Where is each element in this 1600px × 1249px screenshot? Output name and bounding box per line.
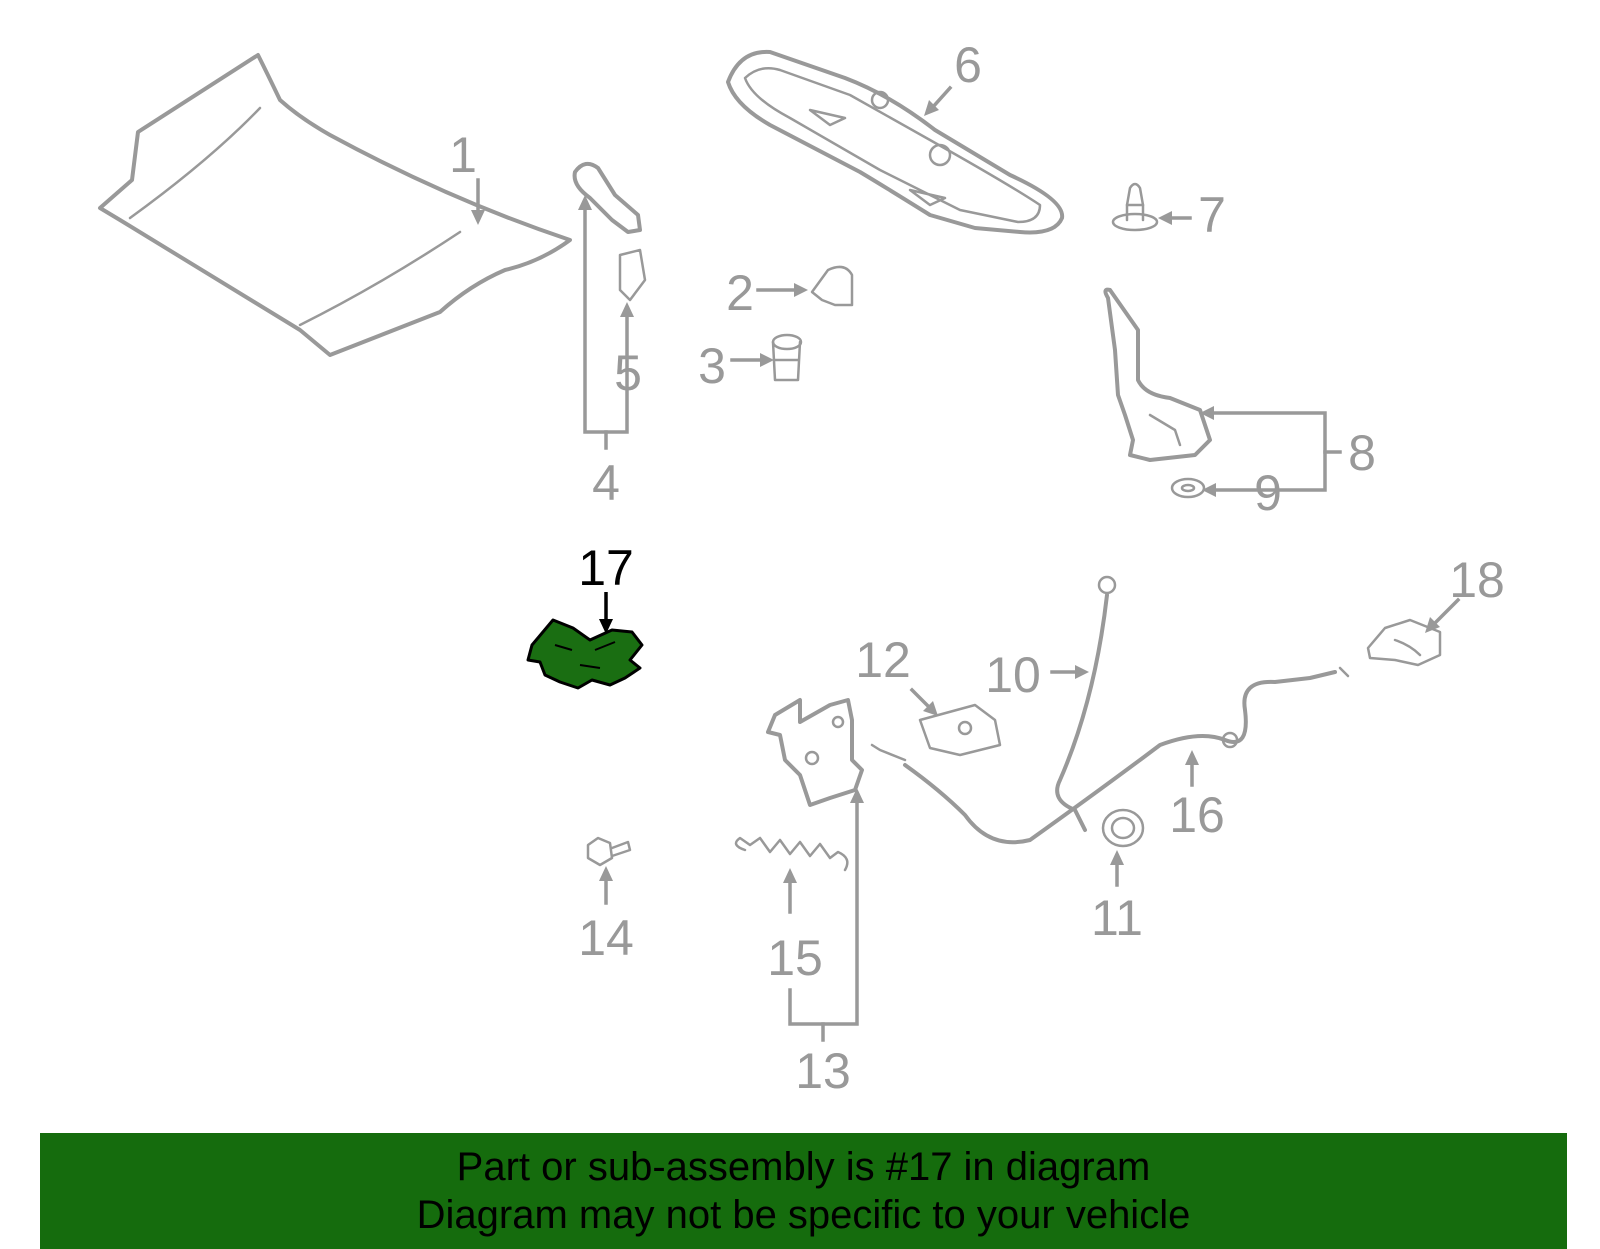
part-16-cable[interactable] <box>870 666 1350 845</box>
callout-2: 2 <box>726 265 754 321</box>
part-9-grommet[interactable] <box>1170 477 1206 499</box>
callout-17: 17 <box>578 540 634 596</box>
arrowhead-9 <box>1202 483 1216 497</box>
arrowhead-7 <box>1158 211 1172 225</box>
callout-7: 7 <box>1198 187 1226 243</box>
callout-4: 4 <box>592 455 620 511</box>
arrowhead-5 <box>620 302 634 317</box>
part-3-adjuster[interactable] <box>771 333 803 382</box>
arrowhead-18 <box>1425 617 1440 633</box>
part-7-clip[interactable] <box>1111 182 1159 232</box>
part-18-handle[interactable] <box>1366 618 1442 667</box>
callout-8: 8 <box>1348 425 1376 481</box>
part-15-spring[interactable] <box>734 836 849 872</box>
callout-15: 15 <box>767 930 823 986</box>
arrowhead-15 <box>783 868 797 883</box>
arrowhead-12 <box>923 701 938 716</box>
callout-14: 14 <box>578 910 634 966</box>
callout-11: 11 <box>1091 890 1143 946</box>
arrowhead-17 <box>599 619 613 634</box>
part-10-prop-rod[interactable] <box>1055 575 1117 832</box>
banner-line-2: Diagram may not be specific to your vehi… <box>416 1193 1191 1237</box>
callout-6: 6 <box>954 37 982 93</box>
arrowhead-11 <box>1110 850 1124 865</box>
arrowhead-14 <box>599 866 613 881</box>
part-8-support[interactable] <box>1103 287 1212 462</box>
arrowhead-13 <box>850 788 864 803</box>
part-6-insulator[interactable] <box>726 49 1065 235</box>
part-4-hinge[interactable] <box>572 161 647 302</box>
notice-banner: Part or sub-assembly is #17 in diagram D… <box>40 1133 1567 1249</box>
leader-6 <box>929 85 953 111</box>
leader-12 <box>909 687 933 711</box>
part-1-hood[interactable] <box>98 53 572 357</box>
arrowhead-4 <box>578 195 592 210</box>
part-11-grommet[interactable] <box>1101 808 1145 848</box>
banner-line-1: Part or sub-assembly is #17 in diagram <box>456 1145 1151 1189</box>
callout-16: 16 <box>1169 787 1225 843</box>
part-14-bolt[interactable] <box>586 836 632 867</box>
arrowhead-8 <box>1200 406 1214 420</box>
callout-5: 5 <box>614 345 642 401</box>
callout-3: 3 <box>698 338 726 394</box>
arrowhead-6 <box>924 100 939 116</box>
callout-10: 10 <box>985 647 1041 703</box>
arrowhead-3 <box>760 353 774 367</box>
callout-12: 12 <box>855 632 911 688</box>
part-17-lock[interactable] <box>526 618 644 690</box>
leader-18 <box>1430 597 1461 628</box>
callout-9: 9 <box>1254 465 1282 521</box>
part-13-lock-bracket[interactable] <box>766 698 864 807</box>
arrowhead-2 <box>794 283 808 297</box>
arrowhead-10 <box>1075 665 1089 679</box>
bracket-13 <box>788 798 859 1026</box>
arrowhead-16 <box>1185 750 1199 765</box>
arrowhead-1 <box>471 210 485 225</box>
callout-13: 13 <box>795 1043 851 1099</box>
part-12-latch[interactable] <box>918 703 1002 757</box>
part-2-bumper[interactable] <box>810 265 854 307</box>
callout-1: 1 <box>449 127 477 183</box>
